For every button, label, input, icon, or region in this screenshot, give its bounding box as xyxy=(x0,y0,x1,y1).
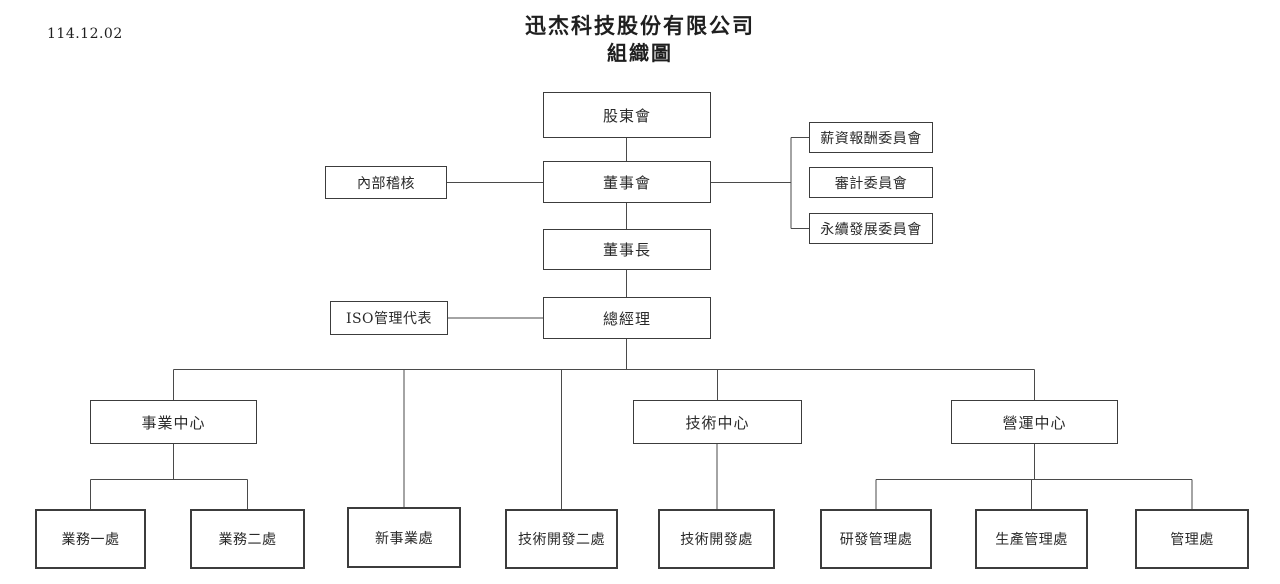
org-node-sales-division-2: 業務二處 xyxy=(190,509,305,569)
org-node-audit-committee: 審計委員會 xyxy=(809,167,933,198)
org-node-new-business-division: 新事業處 xyxy=(347,507,461,568)
document-date: 114.12.02 xyxy=(47,26,123,42)
chart-title: 組織圖 xyxy=(607,41,673,66)
org-node-remuneration-committee: 薪資報酬委員會 xyxy=(809,122,933,153)
org-node-general-manager: 總經理 xyxy=(543,297,711,339)
org-node-technology-development-division: 技術開發處 xyxy=(658,509,775,569)
org-node-sales-division-1: 業務一處 xyxy=(35,509,146,569)
org-node-business-center: 事業中心 xyxy=(90,400,257,444)
org-node-iso-management-representative: ISO管理代表 xyxy=(330,301,448,335)
org-node-operations-center: 營運中心 xyxy=(951,400,1118,444)
org-node-board-of-directors: 董事會 xyxy=(543,161,711,203)
org-node-shareholders-meeting: 股東會 xyxy=(543,92,711,138)
org-node-technology-development-division-2: 技術開發二處 xyxy=(505,509,618,569)
page-title: 迅杰科技股份有限公司 組織圖 xyxy=(0,12,1280,67)
org-node-chairman: 董事長 xyxy=(543,229,711,270)
org-node-rd-management-division: 研發管理處 xyxy=(820,509,932,569)
org-node-technology-center: 技術中心 xyxy=(633,400,802,444)
org-node-management-division: 管理處 xyxy=(1135,509,1249,569)
org-node-production-management-division: 生產管理處 xyxy=(975,509,1088,569)
org-node-sustainability-committee: 永續發展委員會 xyxy=(809,213,933,244)
company-name: 迅杰科技股份有限公司 xyxy=(525,13,755,38)
org-node-internal-audit: 內部稽核 xyxy=(325,166,447,199)
